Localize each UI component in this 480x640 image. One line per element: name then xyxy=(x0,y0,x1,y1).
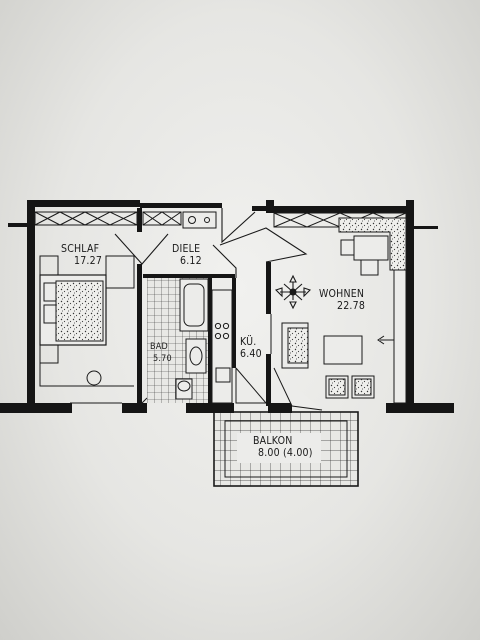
window-bedroom xyxy=(34,211,138,226)
label-wohnen-name: WOHNEN xyxy=(319,288,364,300)
label-balkon-name: BALKON xyxy=(253,435,293,447)
walls xyxy=(0,200,454,413)
kitchen-fixtures xyxy=(211,289,323,411)
label-diele-name: DIELE xyxy=(172,243,200,255)
sink-unit xyxy=(182,211,217,229)
label-bad-name: BAD xyxy=(150,342,168,352)
door-swings xyxy=(70,314,272,406)
bedroom-furniture xyxy=(39,255,135,387)
bed xyxy=(39,274,107,346)
room-labels: SCHLAF 17.27 DIELE 6.12 BAD 5.70 KÜ. 6.4… xyxy=(61,243,365,459)
label-diele-area: 6.12 xyxy=(180,255,202,267)
diele-openings xyxy=(114,208,308,278)
bath-fixtures xyxy=(175,278,209,400)
label-kueche-area: 6.40 xyxy=(240,348,262,360)
plant-icon xyxy=(274,274,312,310)
label-wohnen-area: 22.78 xyxy=(337,300,365,312)
window-diele xyxy=(142,211,182,226)
label-kueche-name: KÜ. xyxy=(240,335,256,348)
living-furniture xyxy=(281,217,407,404)
label-bad-area: 5.70 xyxy=(153,354,172,364)
label-schlaf-area: 17.27 xyxy=(74,255,102,267)
label-balkon-area: 8.00 (4.00) xyxy=(258,447,313,459)
label-schlaf-name: SCHLAF xyxy=(61,243,99,255)
balcony xyxy=(213,411,359,487)
